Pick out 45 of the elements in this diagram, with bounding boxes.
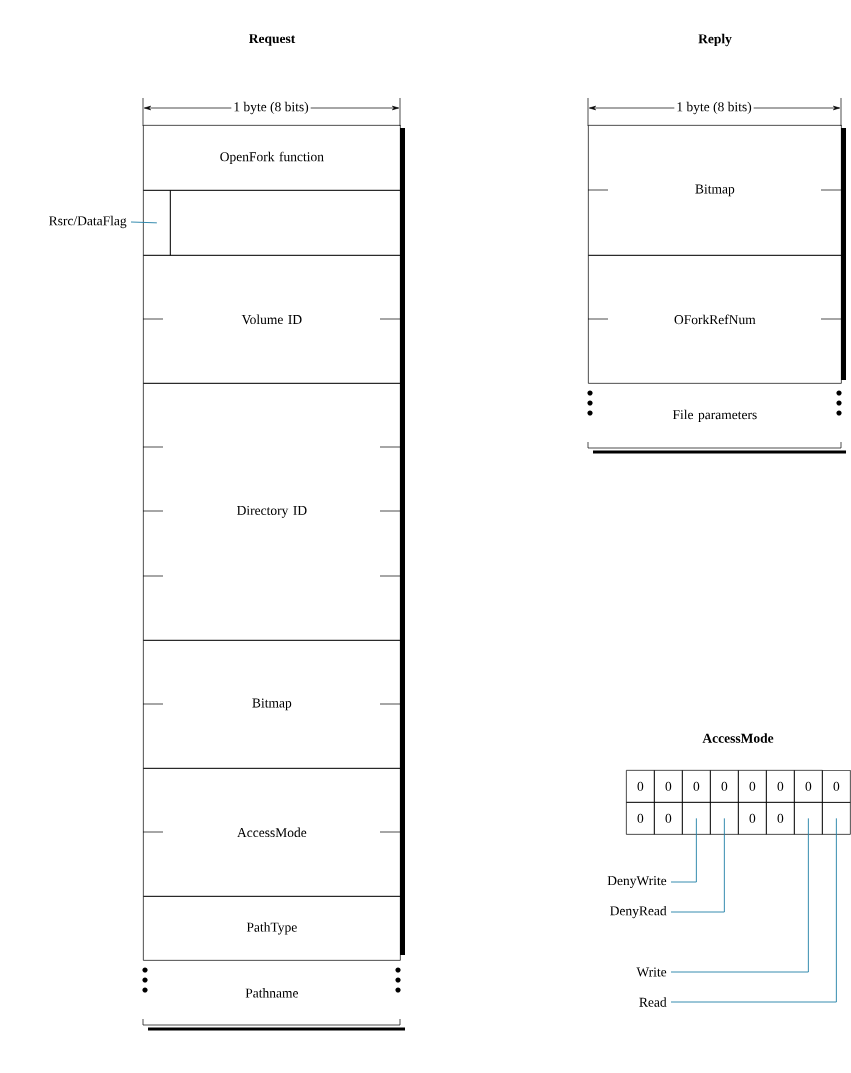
bit-cell: 0 <box>794 770 823 803</box>
bit-cell <box>682 802 711 835</box>
bit-cell <box>822 802 851 835</box>
leader-line <box>130 221 158 224</box>
bit-cell: 0 <box>738 802 767 835</box>
dimension-label: 1 byte (8 bits) <box>231 99 311 117</box>
field-box <box>170 190 401 256</box>
field-box: Bitmap <box>143 640 401 769</box>
field-box: Bitmap <box>588 125 842 256</box>
section-heading: AccessMode <box>702 733 774 743</box>
field-box: PathType <box>143 896 401 961</box>
field-label: DenyWrite <box>607 876 667 888</box>
bit-cell: 0 <box>626 802 655 835</box>
leader-line <box>670 817 837 1003</box>
field-box: OForkRefNum <box>588 255 842 384</box>
bit-cell: 0 <box>822 770 851 803</box>
bit-cell: 0 <box>710 770 739 803</box>
leader-line <box>670 817 809 973</box>
bit-cell <box>794 802 823 835</box>
section-heading: Reply <box>698 33 732 47</box>
leader-line <box>670 817 697 883</box>
continued-field-box: File parameters <box>587 390 842 449</box>
field-label: Write <box>636 967 667 977</box>
section-heading: Request <box>249 34 296 46</box>
field-label: DenyRead <box>610 905 667 919</box>
field-box <box>143 190 171 256</box>
field-box: AccessMode <box>143 768 401 897</box>
leader-line <box>670 817 725 913</box>
field-box: OpenFork function <box>143 125 401 191</box>
bit-cell: 0 <box>738 770 767 803</box>
field-label: Read <box>639 997 667 1007</box>
bit-cell: 0 <box>766 770 795 803</box>
node-label: Pathname <box>245 988 299 998</box>
field-box: Directory ID <box>143 383 401 641</box>
bit-cell: 0 <box>626 770 655 803</box>
bit-cell: 0 <box>654 802 683 835</box>
field-box: Volume ID <box>143 255 401 384</box>
bit-cell <box>710 802 739 835</box>
bit-cell: 0 <box>766 802 795 835</box>
bit-cell: 0 <box>654 770 683 803</box>
node-label: File parameters <box>672 409 757 422</box>
dimension-label: 1 byte (8 bits) <box>674 99 754 117</box>
field-label: Rsrc/DataFlag <box>49 215 127 229</box>
continued-field-box: Pathname <box>142 967 401 1026</box>
bit-cell: 0 <box>682 770 711 803</box>
